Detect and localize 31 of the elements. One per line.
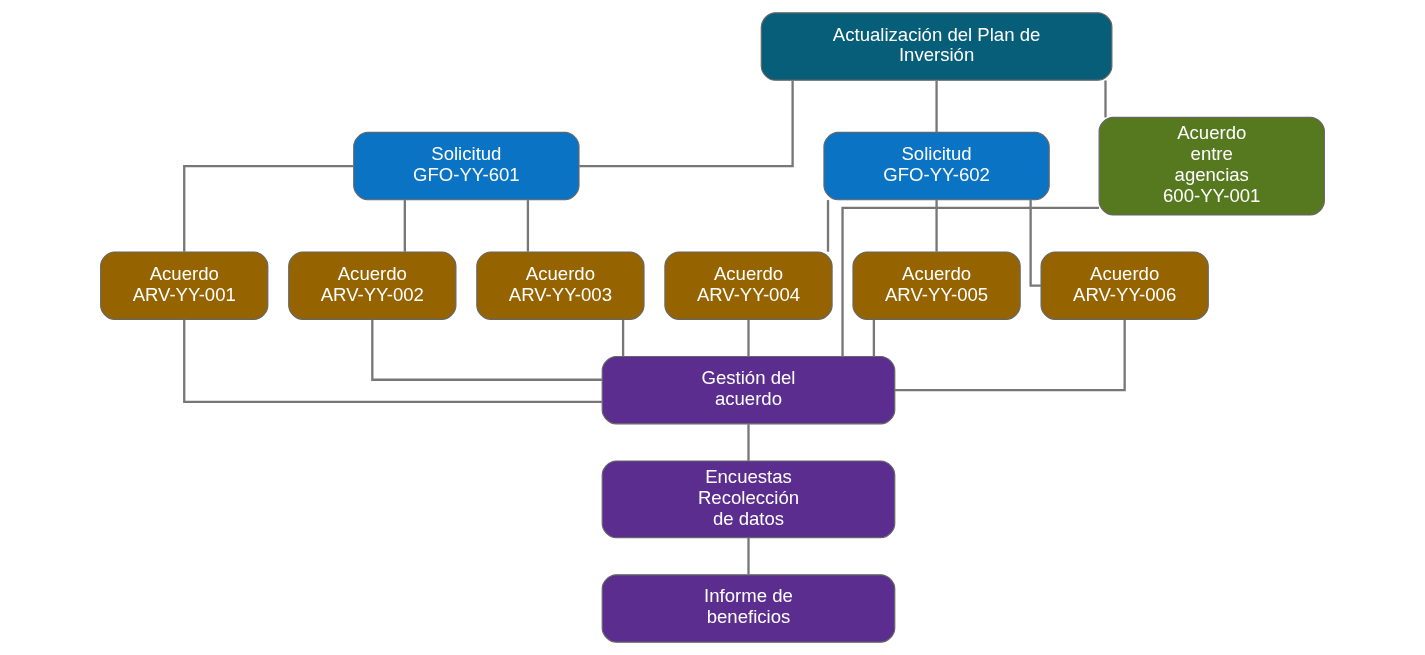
connector bbox=[1104, 80, 1107, 118]
connector bbox=[747, 319, 750, 357]
connector bbox=[403, 200, 406, 252]
connector bbox=[895, 319, 1126, 392]
connector bbox=[747, 424, 750, 461]
connector bbox=[826, 200, 830, 252]
connector bbox=[872, 319, 876, 357]
connector bbox=[841, 206, 1099, 357]
connector bbox=[371, 319, 602, 381]
node-box: Solicitud GFO-YY-601 bbox=[353, 131, 580, 201]
connector bbox=[1029, 200, 1042, 287]
node-box: Acuerdo entre agencias 600-YY-001 bbox=[1098, 116, 1325, 216]
node-box: Encuestas Recolección de datos bbox=[601, 460, 896, 539]
connector bbox=[579, 80, 794, 168]
node-box: Solicitud GFO-YY-602 bbox=[823, 131, 1050, 201]
node-box: Actualización del Plan de Inversión bbox=[760, 12, 1113, 81]
node-box: Acuerdo ARV-YY-001 bbox=[100, 251, 269, 320]
node-box: Gestión del acuerdo bbox=[601, 355, 896, 425]
node-box: Acuerdo ARV-YY-003 bbox=[476, 251, 645, 320]
node-box: Acuerdo ARV-YY-004 bbox=[664, 251, 833, 320]
node-box: Informe de beneficios bbox=[601, 574, 896, 643]
node-box: Acuerdo ARV-YY-006 bbox=[1040, 251, 1209, 320]
node-box: Acuerdo ARV-YY-002 bbox=[288, 251, 457, 320]
connector bbox=[183, 164, 354, 252]
connector bbox=[935, 80, 938, 133]
connector bbox=[183, 319, 603, 403]
connector bbox=[526, 200, 530, 252]
connector bbox=[747, 537, 750, 575]
connector bbox=[621, 319, 625, 357]
node-box: Acuerdo ARV-YY-005 bbox=[852, 251, 1021, 320]
connector bbox=[935, 200, 938, 252]
